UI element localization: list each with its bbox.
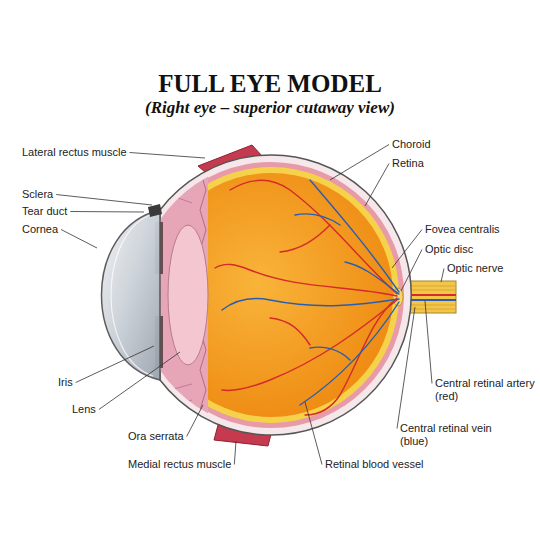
part-label: Choroid <box>392 138 431 151</box>
leader-line <box>56 195 152 206</box>
diagram-subtitle: (Right eye – superior cutaway view) <box>0 98 540 118</box>
leader-line <box>76 346 154 383</box>
part-label: Optic disc <box>425 243 473 256</box>
leader-line <box>397 307 415 429</box>
tear-duct <box>148 204 162 217</box>
part-label: Tear duct <box>22 205 67 218</box>
leader-line <box>365 164 389 207</box>
leader-line <box>441 269 444 283</box>
part-label: Optic nerve <box>447 262 503 275</box>
part-label: Retina <box>392 157 424 170</box>
part-label: Iris <box>58 376 73 389</box>
leader-line <box>401 250 422 292</box>
cornea <box>102 210 161 380</box>
leader-line <box>305 402 322 465</box>
leader-line <box>234 441 236 465</box>
part-label: Fovea centralis <box>425 223 500 236</box>
leader-line <box>61 230 97 249</box>
leader-line <box>187 405 203 437</box>
leader-line <box>330 145 389 181</box>
part-label: Medial rectus muscle <box>128 458 231 471</box>
part-label: Lateral rectus muscle <box>22 146 127 159</box>
diagram-title: FULL EYE MODEL <box>0 70 540 98</box>
leader-line <box>99 352 180 410</box>
leader-line <box>70 211 144 213</box>
part-label: Central retinal artery (red) <box>435 377 535 403</box>
part-label: Lens <box>72 403 96 416</box>
lens <box>168 225 208 365</box>
part-label: Cornea <box>22 223 58 236</box>
part-label: Ora serrata <box>128 430 184 443</box>
part-label: Central retinal vein (blue) <box>400 422 500 448</box>
leader-line <box>392 230 422 269</box>
retinal-vessels <box>215 180 399 415</box>
leader-line <box>130 153 205 159</box>
leader-line <box>425 301 432 384</box>
part-label: Sclera <box>22 188 53 201</box>
part-label: Retinal blood vessel <box>325 458 423 471</box>
